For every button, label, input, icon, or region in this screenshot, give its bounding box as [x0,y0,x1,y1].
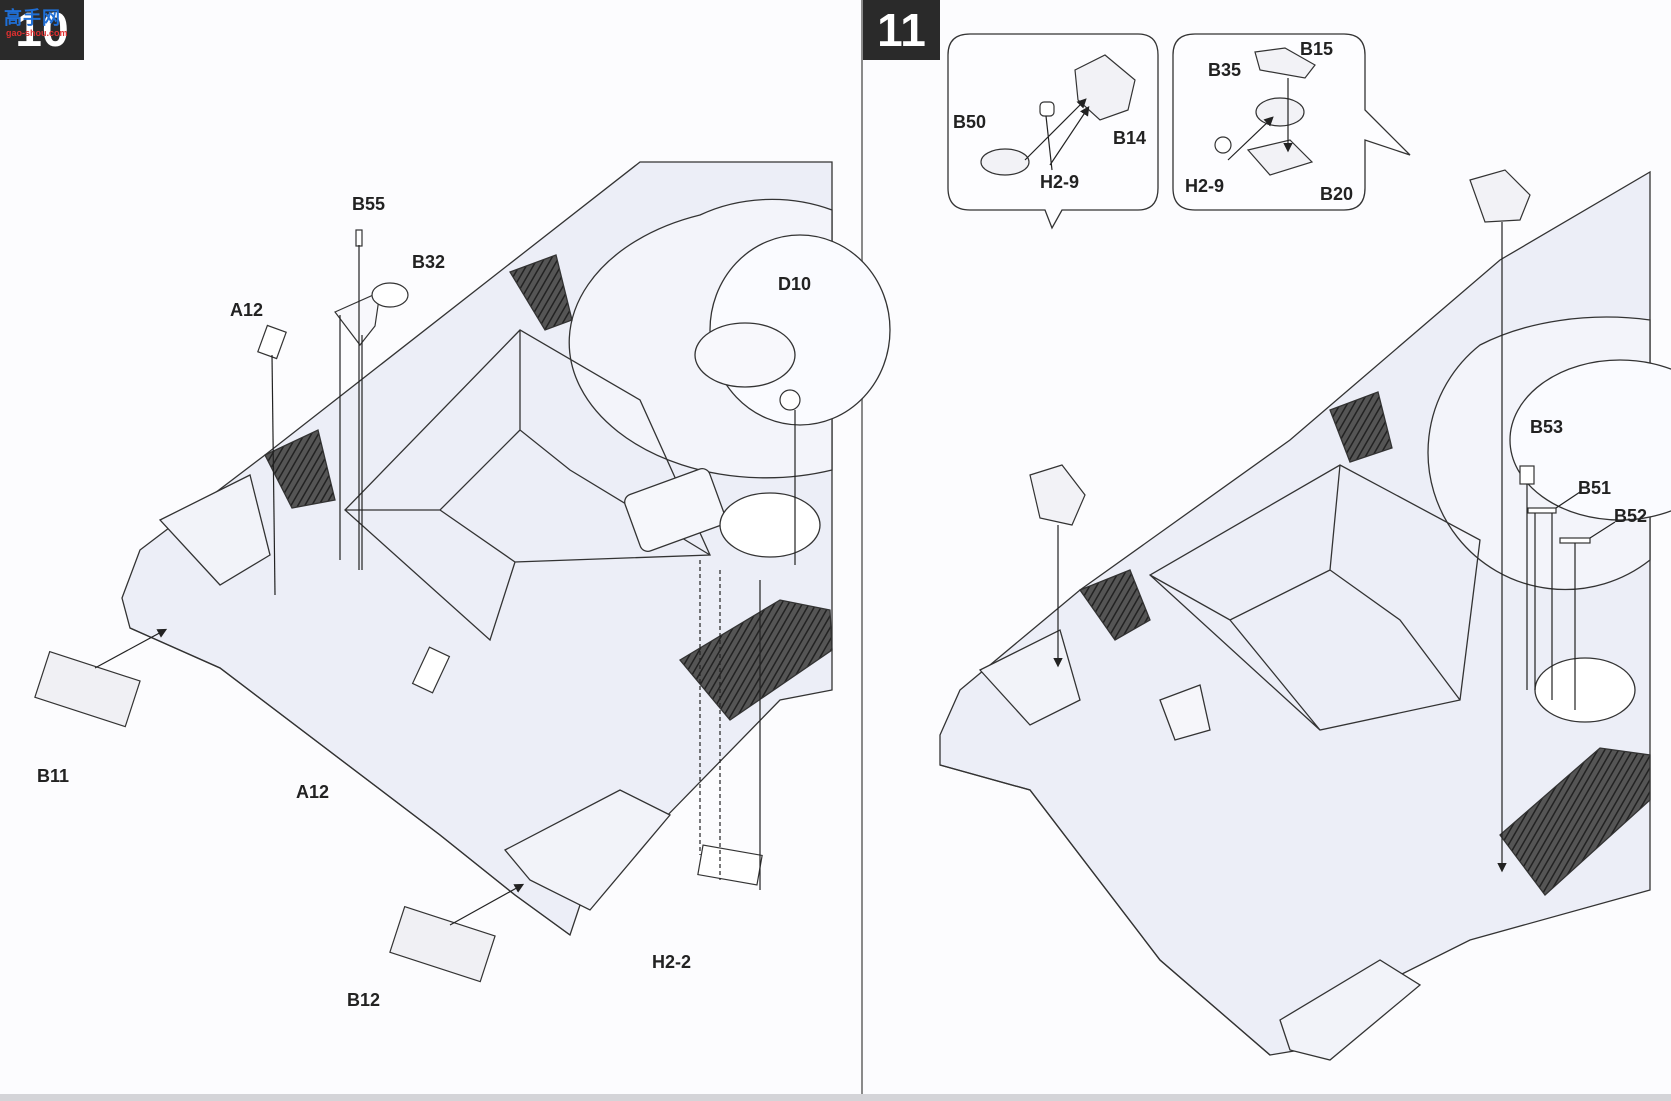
part-h2-2 [697,844,763,886]
label-b35: B35 [1208,60,1241,80]
label-b52: B52 [1614,506,1647,526]
step-number-11: 11 [863,0,940,60]
part-b15 [1254,47,1316,79]
label-a12-top: A12 [230,300,263,320]
left-hull-panel-lines [344,329,711,642]
part-b50 [980,148,1030,176]
part-h2-9-b [1214,136,1232,154]
arrow-b12 [449,883,525,926]
label-inset1-h2-9: H2-9 [1040,172,1079,192]
right-rear-grille [1499,747,1651,896]
right-side-grille [1078,569,1151,641]
right-assembly-lines [1053,222,1616,873]
label-b53: B53 [1530,417,1563,437]
label-b14: B14 [1113,128,1146,148]
arrow-b11 [94,628,168,669]
part-b55 [355,229,363,247]
right-commander-hatch [1534,657,1636,723]
inset-2-parts [1214,47,1316,176]
left-side-plate [158,474,271,586]
label-b55: B55 [352,194,385,214]
part-d10 [779,389,801,411]
part-b52 [1559,537,1591,544]
page-bottom-edge [0,1094,1671,1101]
left-engine-grille [509,254,573,331]
part-b32-ring [371,282,409,308]
right-side-plate [978,629,1081,726]
part-b51 [1527,507,1557,514]
page-divider [861,0,863,1101]
left-d10-hatch [694,322,796,388]
right-mounted-b32 [1159,684,1211,741]
watermark-url: gao-shou.com [6,28,68,38]
part-b14-assembled-top [1469,169,1531,223]
right-turret-ring-inner [1509,359,1671,521]
part-b12 [389,905,496,983]
inset-2-labels: B35 B15 H2-9 B20 [1185,39,1353,204]
part-b14-assembled-left [1029,464,1086,526]
left-side-grille [264,429,336,509]
part-a12-bottom [411,646,451,694]
left-hull-front-edge [129,627,571,936]
leader-b51 [1555,491,1581,509]
line-a12-top [271,354,276,596]
left-assembly-lines [94,245,796,926]
part-b11 [34,650,141,728]
step-number-10: 10 [0,0,84,60]
right-hull-panel-lines [1148,464,1481,731]
left-hatch-engine [624,468,726,552]
label-a12-bottom: A12 [296,782,329,802]
right-labels: B53 B51 B52 [1530,417,1647,526]
label-b11: B11 [37,766,69,786]
label-b51: B51 [1578,478,1611,498]
inset-1-labels: B50 B14 H2-9 [953,112,1146,192]
label-b20: B20 [1320,184,1353,204]
label-b12: B12 [347,990,380,1010]
part-b20 [1246,139,1314,176]
inset-1-parts [980,54,1136,176]
label-b50: B50 [953,112,986,132]
left-front-plate [503,789,672,911]
left-hull-drawing [121,161,891,937]
left-commander-hatch [719,492,821,558]
right-hull-drawing [939,170,1671,1061]
leader-b52 [1589,521,1616,539]
right-engine-grille [1329,391,1393,463]
right-front-plate [1279,959,1422,1061]
left-rear-grille [679,599,833,721]
part-a12-top [257,324,287,360]
right-hull-front-edge [939,764,1271,1056]
label-h2-2: H2-2 [652,952,691,972]
left-parts [34,229,801,983]
label-b15: B15 [1300,39,1333,59]
part-b35 [1255,97,1305,127]
label-b32: B32 [412,252,445,272]
part-b53 [1519,465,1535,485]
part-b32 [334,291,381,346]
watermark-logo: 高手网 [4,8,61,28]
right-hull-outline [939,170,1651,1056]
part-h2-9-a [1039,101,1055,117]
label-inset2-h2-9: H2-9 [1185,176,1224,196]
label-d10: D10 [778,274,811,294]
left-labels: B55 B32 A12 D10 B11 A12 B12 H2-2 [37,194,811,1010]
